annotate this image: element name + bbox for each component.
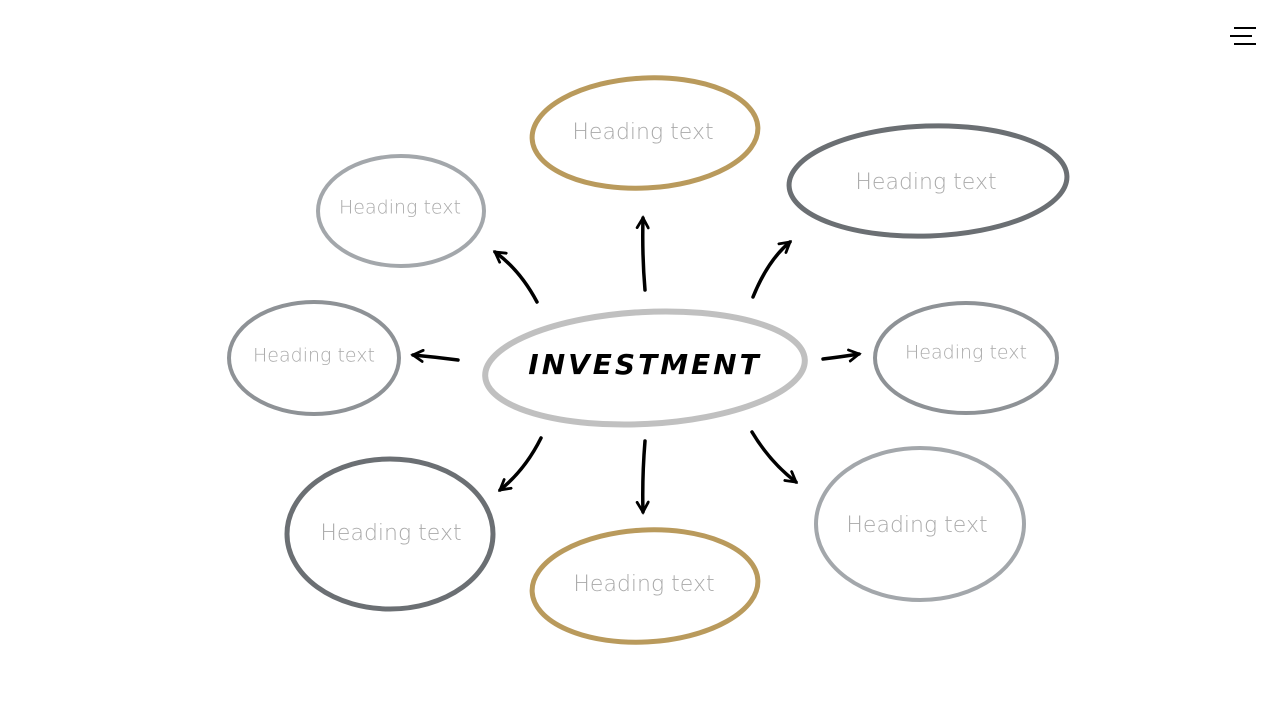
node-top-left: Heading text	[316, 154, 486, 268]
center-label: INVESTMENT	[528, 348, 761, 381]
node-label: Heading text	[572, 120, 713, 145]
node-label: Heading text	[339, 197, 461, 219]
node-bottom-left: Heading text	[284, 456, 496, 612]
arrow-down-left	[497, 436, 543, 492]
node-label: Heading text	[905, 342, 1027, 364]
node-label: Heading text	[320, 521, 461, 546]
node-bottom: Heading text	[529, 527, 761, 645]
node-left: Heading text	[227, 300, 401, 416]
arrow-up-right	[751, 240, 793, 299]
arrow-down-right	[750, 430, 799, 484]
node-right: Heading text	[873, 301, 1059, 415]
node-label: Heading text	[846, 513, 987, 538]
node-label: Heading text	[253, 345, 375, 367]
node-label: Heading text	[855, 170, 996, 195]
node-top-right: Heading text	[786, 123, 1070, 239]
arrow-left	[410, 348, 460, 363]
arrow-down	[635, 439, 650, 515]
arrow-up	[635, 215, 650, 292]
node-top: Heading text	[529, 75, 761, 191]
node-label: Heading text	[573, 572, 714, 597]
hamburger-menu-icon[interactable]	[1230, 27, 1260, 47]
arrow-up-left	[492, 250, 539, 304]
node-bottom-right: Heading text	[814, 446, 1026, 602]
arrow-right	[821, 348, 862, 363]
center-node: INVESTMENT	[482, 308, 808, 428]
